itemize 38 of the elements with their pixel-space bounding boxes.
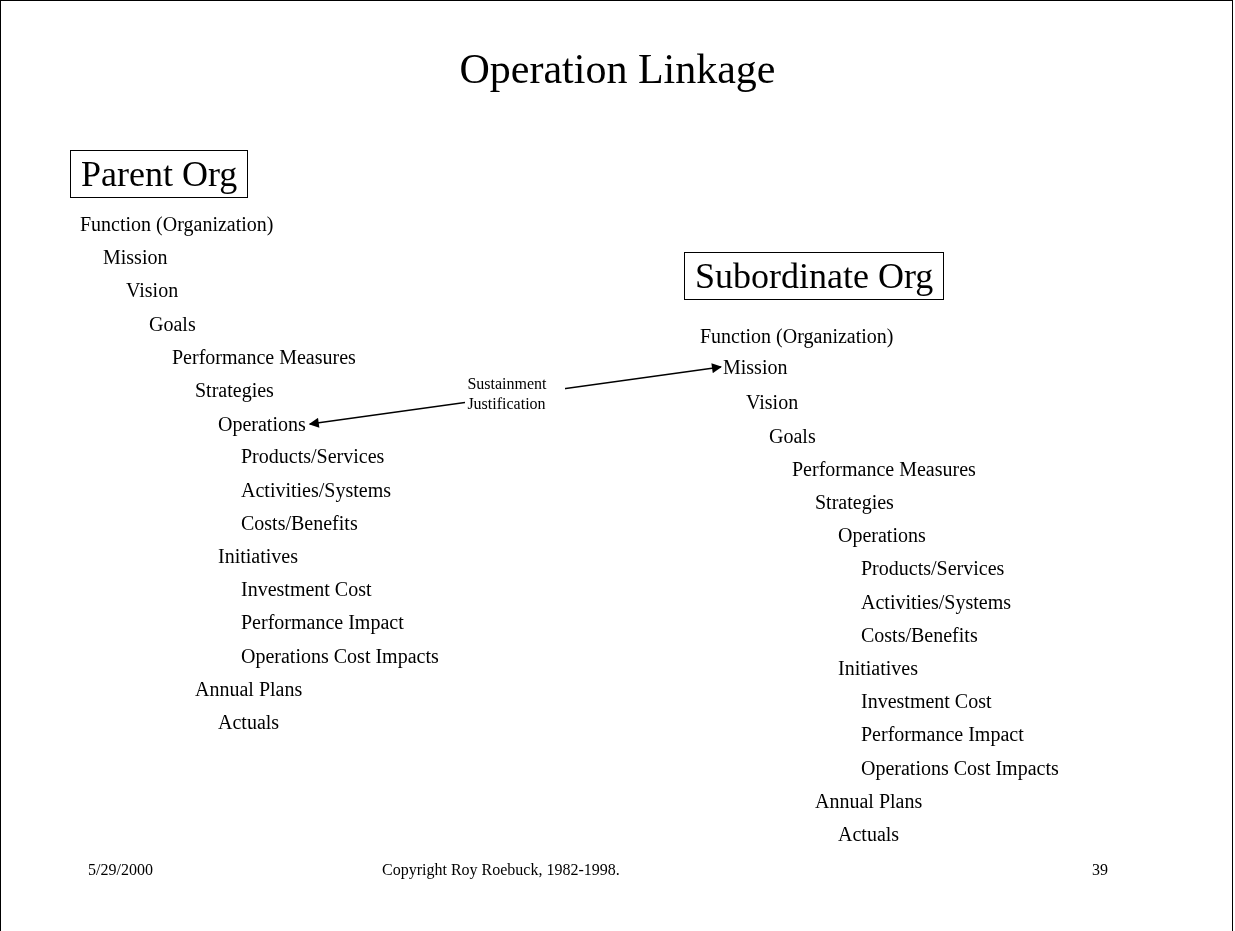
outline-item: Investment Cost bbox=[241, 577, 372, 602]
outline-item: Actuals bbox=[218, 710, 280, 734]
outline-item: Vision bbox=[126, 278, 179, 303]
outline-item: Activities/Systems bbox=[241, 477, 391, 502]
outline-item: Annual Plans bbox=[815, 788, 923, 813]
page-number: 39 bbox=[1092, 860, 1108, 880]
outline-item: Strategies bbox=[815, 490, 894, 514]
heading-box: Parent Org bbox=[70, 150, 249, 198]
heading-box: Subordinate Org bbox=[684, 252, 945, 300]
outline-item: Performance Measures bbox=[172, 344, 356, 369]
outline-item: Strategies bbox=[195, 378, 274, 402]
outline-item: Actuals bbox=[838, 822, 900, 846]
copyright-text: Copyright Roy Roebuck, 1982-1998. bbox=[382, 860, 620, 881]
outline-item: Vision bbox=[746, 390, 799, 415]
outline-item: Operations Cost Impacts bbox=[241, 643, 439, 668]
outline-item: Costs/Benefits bbox=[241, 510, 358, 535]
slide-title: Operation Linkage bbox=[458, 45, 777, 94]
outline-item: Mission bbox=[723, 355, 788, 379]
outline-item: Function (Organization) bbox=[80, 212, 274, 236]
outline-item: Operations bbox=[838, 523, 926, 548]
outline-item: Operations Cost Impacts bbox=[861, 755, 1059, 780]
outline-item: Products/Services bbox=[861, 556, 1005, 581]
outline-item: Operations bbox=[218, 412, 306, 436]
date-text: 5/29/2000 bbox=[88, 860, 153, 880]
outline-item: Function (Organization) bbox=[700, 324, 894, 348]
outline-item: Costs/Benefits bbox=[861, 622, 978, 647]
outline-item: Products/Services bbox=[241, 444, 385, 469]
outline-item: Goals bbox=[149, 311, 196, 336]
outline-item: Initiatives bbox=[838, 656, 918, 680]
outline-item: Mission bbox=[103, 245, 168, 270]
outline-item: Performance Measures bbox=[792, 456, 976, 481]
outline-item: Initiatives bbox=[218, 544, 298, 568]
outline-item: Performance Impact bbox=[241, 610, 404, 635]
outline-item: Annual Plans bbox=[195, 676, 303, 701]
outline-item: Investment Cost bbox=[861, 689, 992, 714]
outline-item: Activities/Systems bbox=[861, 589, 1011, 614]
outline-item: Goals bbox=[769, 423, 816, 448]
outline-item: Performance Impact bbox=[861, 722, 1024, 747]
